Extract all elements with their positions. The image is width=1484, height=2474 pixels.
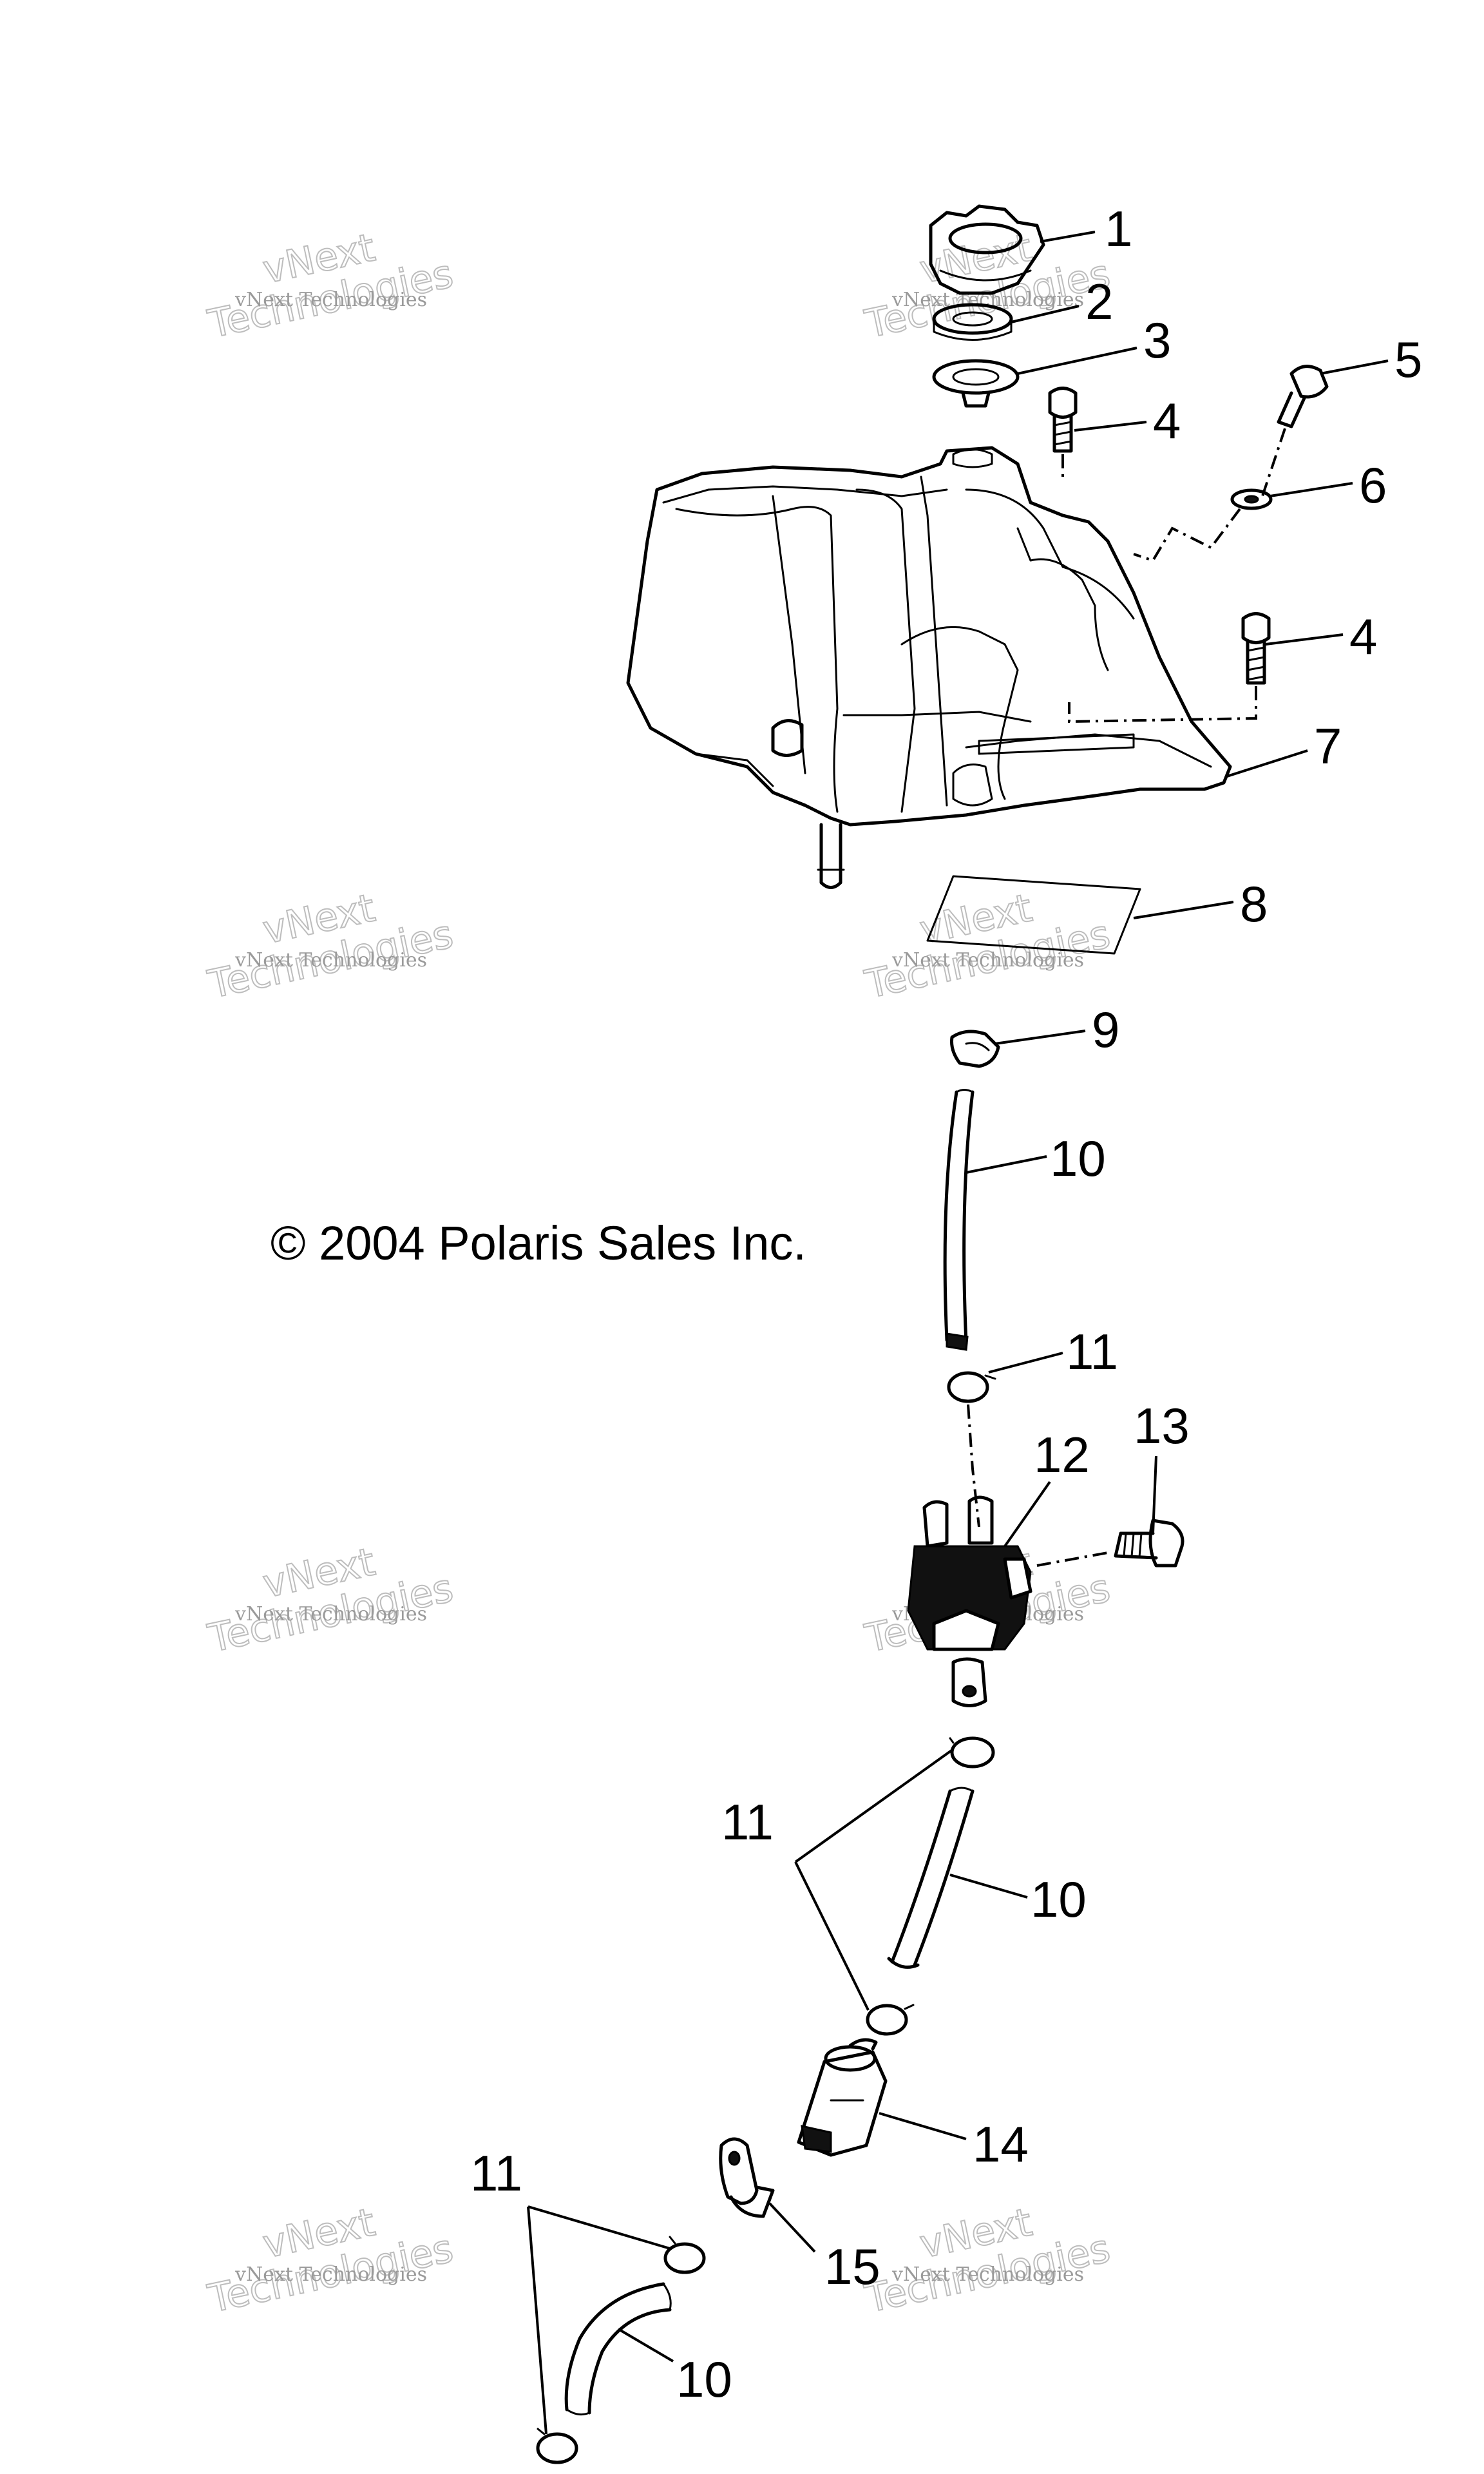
- filter-clip: [719, 2137, 775, 2218]
- bolt-mount-line-right: [1133, 428, 1286, 562]
- valve-mount-line: [1036, 1551, 1108, 1567]
- callout-11-upper: 11: [1066, 1323, 1118, 1380]
- fuel-hose-mid: [887, 1787, 975, 1969]
- fuel-tank: [626, 446, 1232, 889]
- callout-8: 8: [1240, 876, 1268, 932]
- callout-15: 15: [824, 2238, 880, 2295]
- callout-4-lower: 4: [1349, 608, 1377, 665]
- callout-4: 4: [1153, 392, 1181, 449]
- callout-5: 5: [1394, 331, 1422, 388]
- bolt-mount-line-lower: [1068, 686, 1257, 724]
- callout-7: 7: [1314, 718, 1342, 774]
- bolt-upper: [1048, 387, 1078, 453]
- callout-10-mid: 10: [1031, 1871, 1087, 1928]
- watermark-top-left: vNext Technologies: [204, 224, 458, 347]
- callout-3: 3: [1143, 312, 1171, 369]
- hose-clamp-filter: [866, 2004, 915, 2036]
- watermark-text: vNext Technologies: [234, 289, 427, 311]
- watermark-text: vNext Technologies: [891, 949, 1084, 972]
- callout-6: 6: [1359, 457, 1387, 513]
- leader-lines: [527, 231, 1389, 2435]
- watermark-top-right: vNext Technologies: [861, 224, 1115, 347]
- callout-11-lower: 11: [470, 2145, 522, 2201]
- callout-10-lower: 10: [676, 2351, 732, 2408]
- hose-fitting: [950, 1030, 1000, 1068]
- bolt-lower: [1241, 612, 1271, 685]
- callout-12: 12: [1034, 1426, 1090, 1483]
- watermark-bottom-left: vNext Technologies: [204, 2199, 458, 2322]
- valve-inlet-line: [967, 1404, 980, 1528]
- copyright-notice: © 2004 Polaris Sales Inc.: [271, 1216, 806, 1270]
- cap-gasket: [932, 303, 1013, 341]
- fuel-valve: [907, 1495, 1032, 1707]
- watermark-low-left: vNext Technologies: [204, 1539, 458, 1662]
- fuel-cap: [929, 204, 1045, 295]
- decal: [926, 875, 1141, 955]
- callout-9: 9: [1092, 1001, 1119, 1058]
- watermark-bottom-right: vNext Technologies: [861, 2199, 1115, 2322]
- fuel-hose-lower: [564, 2282, 672, 2416]
- callout-2: 2: [1085, 273, 1113, 330]
- callout-13: 13: [1134, 1397, 1190, 1454]
- watermark-mid-left: vNext Technologies: [204, 885, 458, 1008]
- bolt-right: [1277, 365, 1329, 428]
- callout-11-mid: 11: [721, 1794, 774, 1850]
- fuel-filter: [797, 2038, 888, 2157]
- watermark-text: vNext Technologies: [234, 1603, 427, 1625]
- callout-14: 14: [973, 2116, 1029, 2172]
- valve-bolt: [1114, 1519, 1184, 1568]
- callout-10-upper: 10: [1050, 1130, 1106, 1187]
- hose-clamp-upper: [947, 1371, 996, 1403]
- watermark-text: vNext Technologies: [234, 2263, 427, 2286]
- hose-clamp-lower-right: [663, 2236, 706, 2274]
- washer: [1230, 488, 1273, 510]
- callout-1: 1: [1105, 200, 1132, 257]
- hose-clamp-lower-left: [536, 2428, 578, 2464]
- watermark-mid-right: vNext Technologies: [861, 885, 1115, 1008]
- filler-insert: [932, 359, 1020, 408]
- hose-clamp-mid: [949, 1736, 995, 1769]
- watermark-text: vNext Technologies: [234, 949, 427, 972]
- watermark-text: vNext Technologies: [891, 2263, 1084, 2286]
- fuel-hose-upper: [943, 1089, 975, 1351]
